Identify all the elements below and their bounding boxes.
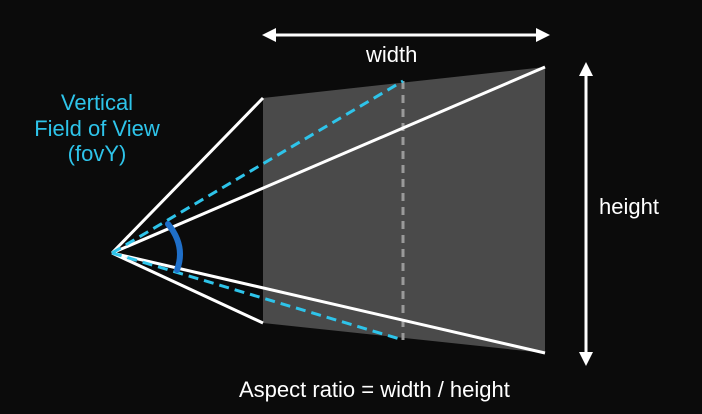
frustum-edge-top-far <box>111 65 546 255</box>
fov-ray-bottom <box>111 251 404 342</box>
aspect-ratio-caption: Aspect ratio = width / height <box>239 377 510 402</box>
fov-angle-arc <box>165 221 183 273</box>
height-arrow-top-head <box>579 62 593 76</box>
width-arrow-left-head <box>262 28 276 42</box>
frustum-edge-bottom-far <box>111 251 546 355</box>
width-label: width <box>366 42 418 67</box>
height-label: height <box>599 194 659 219</box>
width-arrow-right-head <box>536 28 550 42</box>
fov-label-line-3: (fovY) <box>67 141 127 167</box>
height-arrow-bottom-head <box>579 352 593 366</box>
fov-label-line-1: Vertical <box>60 90 134 115</box>
fov-label-line-2: Field of View <box>34 115 160 141</box>
frustum-edge-bottom-near <box>111 251 264 325</box>
fov-label: Vertical Field of View (fovY) <box>14 90 180 167</box>
frustum-edge-top-near <box>110 96 265 255</box>
fov-ray-top <box>111 79 404 255</box>
